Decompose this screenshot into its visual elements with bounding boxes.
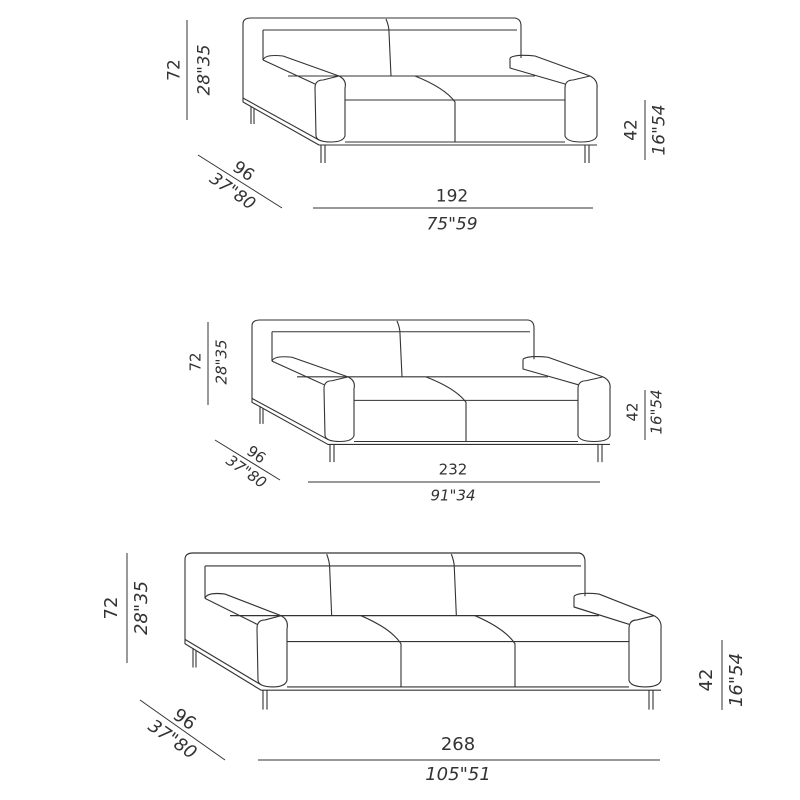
back-cushion-divider	[326, 553, 333, 616]
sofa-1	[242, 17, 598, 163]
right-armrest	[509, 54, 598, 143]
left-armrest-inner	[204, 597, 258, 625]
base-edge	[184, 638, 262, 686]
backrest-outline	[242, 17, 522, 58]
backrest-outline	[184, 552, 586, 597]
width-in-1: 75"59	[426, 214, 478, 235]
height-in-3: 28"35	[131, 580, 152, 636]
seat-divider	[474, 615, 516, 687]
width-in-3: 105"51	[425, 764, 491, 785]
depth-dimension-line	[139, 699, 226, 761]
seat-divider	[425, 376, 467, 442]
depth-dimension-line	[214, 439, 281, 481]
right-armrest-inner	[522, 359, 579, 386]
width-cm-2: 232	[438, 460, 468, 479]
side-panel-and-base	[251, 325, 610, 445]
seat-divider	[414, 75, 456, 142]
leg	[597, 444, 603, 463]
back-cushion-divider	[396, 320, 403, 377]
width-cm-3: 268	[440, 734, 476, 755]
height-in-1: 28"35	[194, 44, 215, 96]
seat-in-2: 16"54	[647, 389, 666, 435]
side-panel-and-base	[242, 24, 597, 146]
leg	[320, 145, 326, 163]
backrest-outline	[251, 319, 535, 360]
sofa-3	[184, 552, 662, 710]
right-armrest-inner	[573, 596, 630, 625]
height-in-2: 28"35	[212, 339, 231, 385]
left-armrest-inner	[262, 59, 316, 85]
back-cushion-divider	[385, 18, 392, 77]
base-edge	[251, 397, 329, 441]
leg	[329, 444, 335, 463]
right-armrest-inner	[509, 58, 566, 85]
leg	[250, 106, 255, 124]
depth-dimension-line	[197, 154, 283, 209]
width-cm-1: 192	[435, 186, 469, 207]
seat-divider	[360, 615, 402, 687]
back-cushion-divider	[450, 553, 457, 616]
height-cm-3: 72	[101, 596, 122, 620]
left-armrest-inner	[271, 360, 325, 386]
seat-cm-3: 42	[696, 668, 717, 692]
seat-in-3: 16"54	[726, 652, 747, 708]
leg	[262, 690, 268, 710]
sofa-2	[251, 319, 611, 463]
base-edge	[242, 97, 320, 141]
seat-cm-1: 42	[621, 119, 642, 141]
left-armrest	[262, 54, 346, 143]
left-armrest	[271, 356, 355, 443]
leg	[584, 145, 590, 163]
left-armrest	[204, 592, 288, 688]
seat-cm-2: 42	[623, 402, 642, 422]
leg	[259, 406, 264, 424]
seat-in-1: 16"54	[649, 104, 670, 156]
height-cm-2: 72	[186, 352, 205, 372]
leg	[192, 648, 197, 668]
width-in-2: 91"34	[430, 486, 476, 505]
leg	[648, 690, 654, 710]
right-armrest	[573, 592, 662, 688]
right-armrest	[522, 356, 611, 443]
side-panel-and-base	[184, 559, 661, 691]
height-cm-1: 72	[164, 59, 185, 81]
